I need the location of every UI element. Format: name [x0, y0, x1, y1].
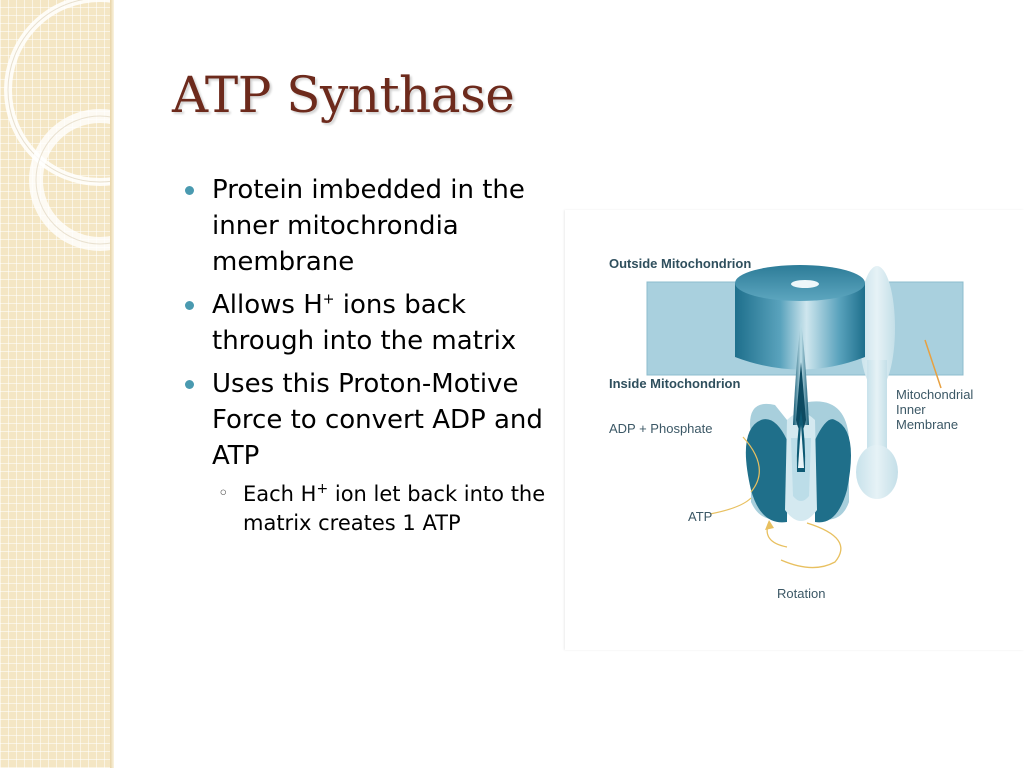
sub-bullet-item: Each H+ ion let back into the matrix cre…	[212, 479, 563, 538]
bullet-text: Protein imbedded in the inner mitochrond…	[212, 175, 525, 277]
bullet-list: Protein imbedded in the inner mitochrond…	[183, 172, 563, 545]
sub-bullet-text-end: ion let back into the matrix creates 1 A…	[243, 482, 546, 535]
atp-synthase-diagram: Outside Mitochondrion Inside Mitochondri…	[565, 210, 1024, 650]
label-membrane-line-2: Inner	[896, 402, 926, 417]
atp-synthase-illustration	[646, 265, 964, 569]
label-outside-mitochondrion: Outside Mitochondrion	[609, 256, 752, 271]
bullet-item: Uses this Proton-Motive Force to convert…	[183, 366, 563, 538]
label-membrane-line-1: Mitochondrial	[896, 387, 974, 402]
membrane-leader-line	[924, 339, 942, 389]
central-stalk	[793, 322, 809, 472]
side-strip-edge	[110, 0, 114, 768]
superscript-plus: +	[316, 481, 329, 497]
bullet-text: Uses this Proton-Motive Force to convert…	[212, 369, 543, 471]
side-decoration-strip	[0, 0, 113, 768]
adp-leader-line	[742, 436, 760, 493]
label-membrane-line-3: Membrane	[896, 417, 959, 432]
bullet-text-start: Allows H	[212, 290, 323, 320]
peripheral-stalk	[856, 266, 898, 499]
ring-decoration	[4, 0, 113, 251]
slide-title: ATP Synthase	[172, 66, 515, 124]
bullet-text-end: ions back through into the matrix	[212, 290, 517, 356]
label-inside-mitochondrion: Inside Mitochondrion	[609, 376, 741, 391]
membrane-rotor	[735, 265, 865, 370]
superscript-plus: +	[322, 291, 335, 308]
sub-bullet-text-start: Each H	[243, 482, 317, 506]
sub-bullet-list: Each H+ ion let back into the matrix cre…	[212, 479, 563, 538]
bullet-item: Protein imbedded in the inner mitochrond…	[183, 172, 563, 280]
label-atp: ATP	[688, 509, 713, 524]
f1-head	[745, 401, 851, 523]
label-rotation: Rotation	[777, 586, 826, 601]
bullet-item: Allows H+ ions back through into the mat…	[183, 287, 563, 359]
atp-leader-line	[709, 497, 752, 515]
label-adp-phosphate: ADP + Phosphate	[609, 421, 713, 436]
